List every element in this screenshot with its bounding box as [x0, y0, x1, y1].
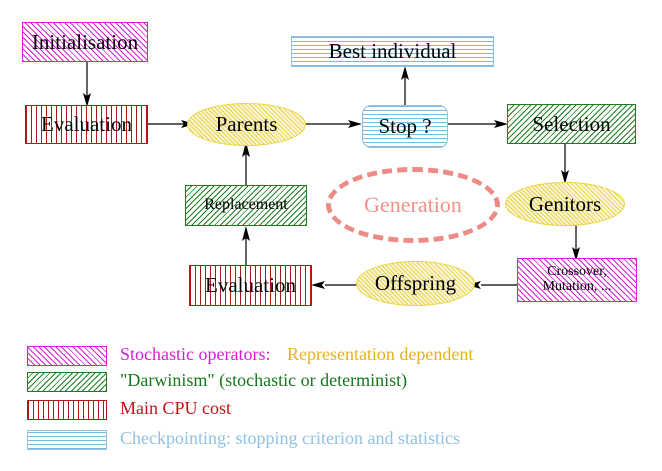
legend-label-representation-dependent: Representation dependent	[286, 344, 474, 364]
node-crossover-label-line2: Mutation, ...	[542, 279, 612, 294]
node-evaluation-top-label: Evaluation	[41, 112, 132, 137]
node-offspring[interactable]: Offspring	[356, 261, 475, 306]
node-selection[interactable]: Selection	[507, 104, 636, 144]
node-offspring-label: Offspring	[374, 271, 457, 296]
legend-row-darwinism: "Darwinism" (stochastic or determinist)	[0, 364, 662, 392]
arrow-stop-to-best-individual	[398, 66, 412, 108]
arrow-selection-to-genitors	[558, 143, 572, 185]
node-genitors-label: Genitors	[528, 191, 602, 216]
node-parents-label: Parents	[215, 112, 278, 137]
arrow-stop-to-selection	[447, 117, 509, 131]
node-evaluation-bottom-label: Evaluation	[205, 273, 296, 298]
node-best-individual-label: Best individual	[328, 39, 457, 64]
legend-swatch-blue-horizontal-hatch	[27, 430, 107, 450]
node-parents[interactable]: Parents	[187, 103, 306, 146]
node-crossover-label-line1: Crossover,	[547, 264, 607, 280]
node-generation-label: Generation	[364, 192, 462, 217]
node-evaluation-bottom[interactable]: Evaluation	[189, 265, 312, 306]
legend-row-checkpointing: Checkpointing: stopping criterion and st…	[0, 420, 662, 450]
legend-label-main-cpu-cost: Main CPU cost	[120, 398, 232, 418]
node-stop[interactable]: Stop ?	[362, 105, 448, 148]
node-best-individual[interactable]: Best individual	[291, 36, 494, 67]
legend-label-checkpointing: Checkpointing: stopping criterion and st…	[120, 428, 460, 448]
arrow-replacement-to-parents	[239, 142, 253, 186]
legend-text-stochastic-operators: Stochastic operators: Representation dep…	[120, 344, 473, 365]
arrow-offspring-to-evaluation	[311, 278, 361, 292]
node-replacement-label: Replacement	[204, 196, 288, 214]
node-selection-label: Selection	[532, 111, 611, 136]
arrow-parents-to-stop	[305, 117, 363, 131]
node-evaluation-top[interactable]: Evaluation	[25, 105, 148, 144]
legend-swatch-red-vertical-hatch	[27, 400, 107, 420]
node-replacement[interactable]: Replacement	[185, 185, 307, 226]
legend-label-stochastic-operators: Stochastic operators:	[120, 344, 271, 364]
arrow-initialisation-to-evaluation	[80, 60, 94, 108]
legend-row-main-cpu-cost: Main CPU cost	[0, 392, 662, 420]
legend-row-stochastic-operators: Stochastic operators: Representation dep…	[0, 336, 662, 366]
node-crossover-mutation[interactable]: Crossover, Mutation, ...	[517, 258, 637, 302]
legend-swatch-green-diagonal-hatch	[27, 372, 107, 392]
node-stop-label: Stop ?	[378, 114, 432, 139]
node-genitors[interactable]: Genitors	[505, 182, 625, 226]
legend-label-darwinism: "Darwinism" (stochastic or determinist)	[120, 370, 408, 390]
arrow-genitors-to-crossover	[569, 224, 583, 262]
node-generation: Generation	[326, 167, 500, 243]
arrow-evaluation-to-replacement	[239, 226, 253, 268]
node-initialisation[interactable]: Initialisation	[22, 22, 148, 62]
node-initialisation-label: Initialisation	[31, 29, 139, 54]
legend-swatch-magenta-diagonal-hatch	[27, 346, 107, 366]
legend: Stochastic operators: Representation dep…	[0, 336, 662, 450]
